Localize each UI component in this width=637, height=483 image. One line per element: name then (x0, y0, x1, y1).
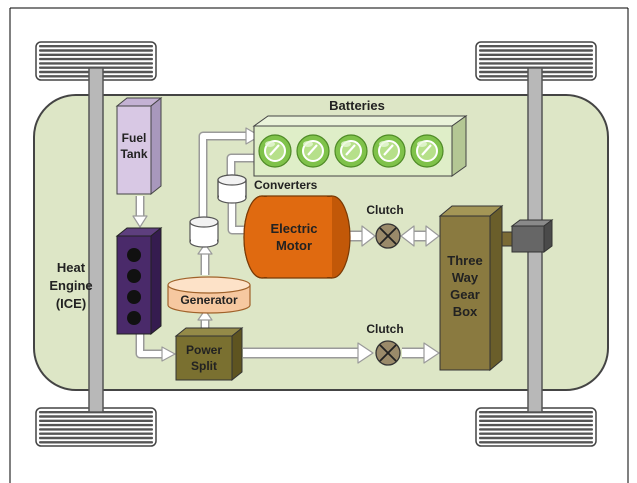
battery-cell (296, 134, 330, 168)
engine-cylinder (127, 248, 141, 262)
batteries-label: Batteries (329, 98, 385, 113)
axle-connector (501, 219, 554, 253)
engine-cylinder (127, 269, 141, 283)
generator: Generator (167, 276, 251, 314)
power-split: Power Split (174, 326, 244, 382)
three-way-gear-box: Three Way Gear Box (438, 204, 504, 372)
svg-text:Way: Way (452, 270, 479, 285)
svg-text:Electric: Electric (271, 221, 318, 236)
left-axle (88, 67, 104, 413)
battery-cell (334, 134, 368, 168)
figure-border (9, 7, 629, 483)
clutch-top-label: Clutch (366, 203, 403, 217)
battery-cell (372, 134, 406, 168)
svg-text:Fuel: Fuel (122, 131, 147, 145)
clutch-top: Clutch (366, 203, 404, 249)
svg-text:Split: Split (191, 359, 217, 373)
battery-pack: Batteries (252, 98, 468, 177)
svg-text:Gear: Gear (450, 287, 480, 302)
wheel-rear-right (475, 407, 597, 447)
svg-text:Box: Box (453, 304, 478, 319)
arrow-head-to-batteries (245, 127, 261, 145)
svg-text:Generator: Generator (180, 293, 238, 307)
engine-cylinder (127, 311, 141, 325)
engine-cylinder (127, 290, 141, 304)
clutch-bottom-label: Clutch (366, 322, 403, 336)
svg-text:(ICE): (ICE) (56, 296, 86, 311)
fuel-tank: Fuel Tank (115, 96, 163, 196)
converter-upper (217, 174, 247, 204)
svg-text:Tank: Tank (120, 147, 147, 161)
svg-text:Three: Three (447, 253, 482, 268)
engine-block (115, 226, 163, 336)
battery-cell (410, 134, 444, 168)
wheel-front-right (475, 41, 597, 81)
converter-lower (189, 216, 219, 248)
converters-label: Converters (254, 178, 318, 192)
clutch-bottom: Clutch (366, 322, 404, 366)
svg-text:Motor: Motor (276, 238, 312, 253)
svg-text:Heat: Heat (57, 260, 86, 275)
svg-text:Engine: Engine (49, 278, 92, 293)
heat-engine-label: Heat Engine (ICE) (49, 260, 92, 311)
svg-text:Power: Power (186, 343, 222, 357)
battery-cell (258, 134, 292, 168)
wheel-rear-left (35, 407, 157, 447)
electric-motor: Electric Motor (243, 195, 351, 279)
